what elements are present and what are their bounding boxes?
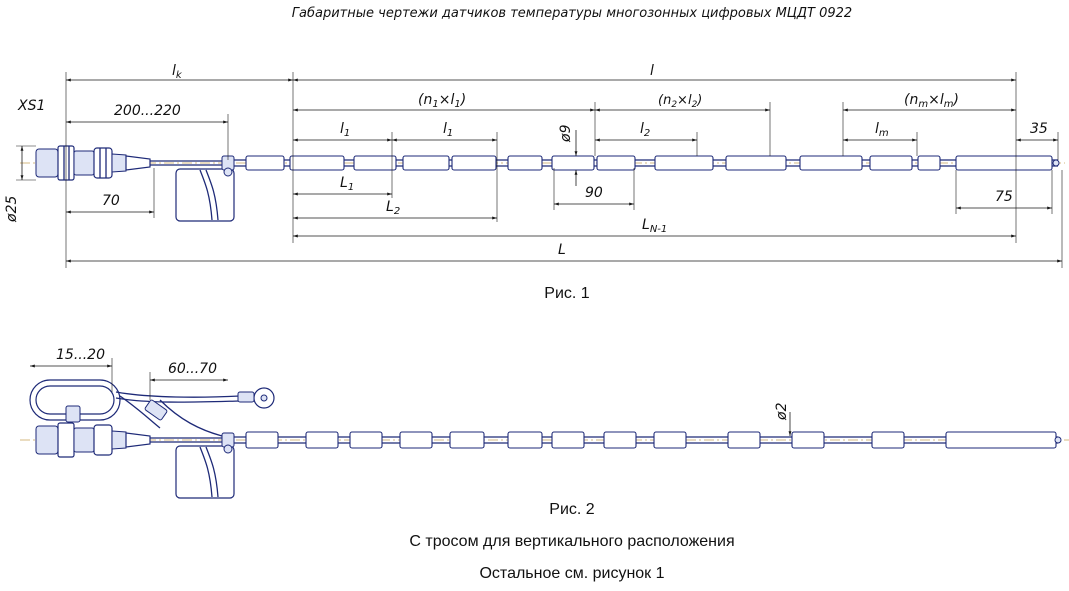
fig2-caption: Рис. 2 [549,501,595,518]
fig2-note-rope: С тросом для вертикального расположения [409,533,734,550]
fig1-sensor-chain [234,155,1060,171]
svg-text:(nm×lm): (nm×lm) [904,92,959,110]
dim-l1b-label: l [443,121,447,137]
fig2-rope [115,387,275,437]
fig2-carabiner [29,379,121,423]
svg-text:l2: l2 [640,121,650,139]
dim-n1l1-a: (n [418,92,432,108]
dim-lk-sub: k [176,70,183,81]
dim-n2l2-a: (n [658,93,671,108]
fig1-caption: Рис. 1 [544,285,590,302]
svg-text:L2: L2 [386,199,400,217]
dim-l-label: l [650,63,654,79]
dim-35-label: 35 [1030,121,1048,137]
dim-L1-label: L [340,175,348,191]
dim-d25-label: ø25 [4,196,20,223]
dim-d2-label: ø2 [774,402,790,421]
dim-l2-label: l [640,121,644,137]
svg-text:lk: lk [172,63,183,81]
dim-lk-label: l [172,63,176,79]
drawing-title: Габаритные чертежи датчиков температуры … [292,6,852,21]
svg-text:LN-1: LN-1 [642,217,667,235]
dim-60-70-label: 60...70 [168,361,217,377]
fig2-note-see-fig1: Остальное см. рисунок 1 [479,565,664,582]
dim-nmlm-a: (n [904,92,918,108]
dim-70-label: 70 [102,193,120,209]
svg-text:(n1×l1): (n1×l1) [418,92,466,110]
figure-1: lk l XS1 200...220 70 ø25 (n1×l1) (n2×l2… [4,63,1065,302]
svg-text:L1: L1 [340,175,354,193]
fig2-connector [35,422,151,458]
dim-d9-label: ø9 [558,124,574,143]
dim-LN1-label: L [642,217,650,233]
connector-label-xs1: XS1 [17,98,45,114]
svg-text:l1: l1 [340,121,350,139]
svg-text:(n2×l2): (n2×l2) [658,93,702,110]
svg-text:lm: lm [875,121,889,139]
fig2-mounting-clip [175,432,235,499]
figure-2: 15...20 60...70 ø2 Рис. 2 С тросом для в… [20,347,1069,582]
dim-l1a-label: l [340,121,344,137]
dim-L2-label: L [386,199,394,215]
fig1-connector-xs1 [35,145,151,181]
dim-15-20-label: 15...20 [56,347,105,363]
svg-text:l1: l1 [443,121,453,139]
fig2-sensor-chain [234,431,1062,449]
dim-L-label: L [558,242,566,258]
dim-lm-label: l [875,121,879,137]
dim-75-label: 75 [995,189,1013,205]
dim-90-label: 90 [585,185,603,201]
fig1-mounting-clip [175,155,235,222]
dim-200-220-label: 200...220 [114,103,181,119]
